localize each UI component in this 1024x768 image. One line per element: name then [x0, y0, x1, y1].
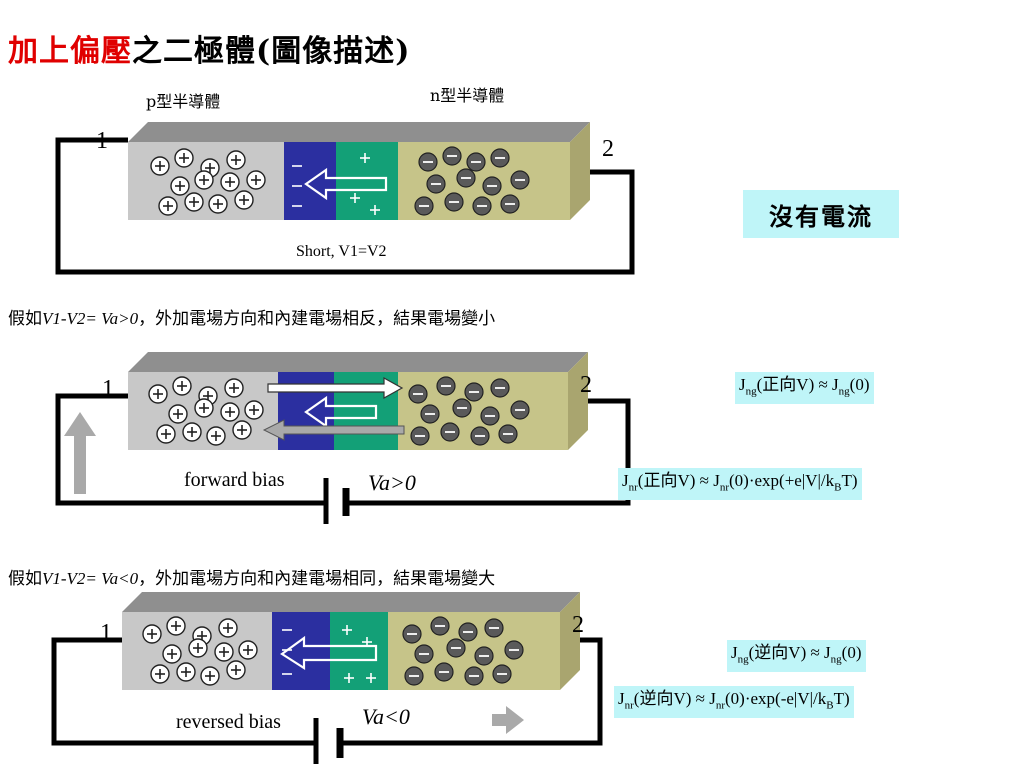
current-arrow-right — [492, 706, 524, 734]
p-type-header: p型半導體 — [146, 92, 221, 111]
circuit-wire — [55, 393, 631, 506]
depletion-p — [272, 612, 330, 690]
eq-j: J — [731, 643, 738, 662]
title-highlight: 加上偏壓 — [8, 34, 132, 69]
box-side — [568, 352, 588, 450]
eq-lhs: (正向V) ≈ J — [637, 471, 720, 490]
eq-sub: ng — [745, 385, 757, 398]
eq-reverse-nr: Jnr(逆向V) ≈ Jnr(0)·exp(-e|V|/kBT) — [614, 686, 854, 719]
terminal-1: 1 — [96, 128, 108, 154]
forward-bias-caption: forward bias — [184, 469, 285, 491]
depletion-charges — [292, 153, 380, 215]
terminal-1: 1 — [102, 376, 114, 402]
reverse-voltage-label: Va<0 — [362, 704, 410, 729]
eq-lhs: (逆向V) ≈ J — [633, 689, 716, 708]
diagram-forward: 1 2 forward bias Va>0 — [55, 352, 631, 524]
page-title: 加上偏壓之二極體(圖像描述) — [8, 26, 410, 70]
forward-note-equation: V1-V2= Va>0 — [42, 309, 139, 328]
no-current-label: 沒有電流 — [743, 190, 899, 238]
eq-rhs: (0)·exp(+e|V|/k — [729, 471, 835, 490]
current-arrow-up — [64, 412, 96, 494]
eq-rhs: (0)·exp(-e|V|/k — [725, 689, 827, 708]
box-side — [560, 592, 580, 690]
terminal-2: 2 — [572, 612, 584, 638]
forward-voltage-label: Va>0 — [368, 470, 416, 495]
forward-note-prefix: 假如 — [8, 309, 42, 329]
diagram-short: 1 2 Short, V1=V2 — [55, 122, 635, 275]
n-type-header: n型半導體 — [430, 86, 505, 105]
eq-forward-nr: Jnr(正向V) ≈ Jnr(0)·exp(+e|V|/kBT) — [618, 468, 862, 501]
box-side — [570, 122, 590, 220]
eq-j: J — [618, 689, 625, 708]
box-top — [128, 122, 590, 142]
reverse-note-equation: V1-V2= Va<0 — [42, 569, 139, 588]
eq-forward-ng: Jng(正向V) ≈ Jng(0) — [735, 372, 874, 405]
diagram-reverse: 1 2 reversed bias Va<0 — [51, 592, 603, 764]
terminal-2: 2 — [602, 136, 614, 162]
builtin-field-arrow — [304, 395, 378, 429]
eq-j: J — [739, 375, 746, 394]
eq-sub: ng — [737, 653, 749, 666]
eq-lhs: (逆向V) ≈ J — [748, 643, 831, 662]
box-top — [128, 352, 588, 372]
terminal-1: 1 — [100, 620, 112, 646]
terminal-2: 2 — [580, 372, 592, 398]
depletion-n — [336, 142, 398, 220]
short-caption: Short, V1=V2 — [296, 243, 387, 260]
eq-end: T) — [841, 471, 858, 490]
forward-note: 假如V1-V2= Va>0，外加電場方向和內建電場相反，結果電場變小 — [8, 304, 495, 329]
title-rest: 之二極體(圖像描述) — [132, 34, 411, 69]
reverse-note-prefix: 假如 — [8, 569, 42, 589]
reverse-note-text: ，外加電場方向和內建電場相同，結果電場變大 — [138, 569, 496, 589]
box-top — [122, 592, 580, 612]
builtin-field-arrow — [280, 635, 378, 671]
eq-rhs: (0) — [841, 643, 862, 662]
eq-sub: B — [834, 481, 842, 494]
applied-field-arrow-right — [267, 376, 404, 400]
eq-sub: B — [826, 699, 834, 712]
reversed-bias-caption: reversed bias — [176, 711, 281, 733]
eq-sub: ng — [830, 653, 842, 666]
eq-lhs: (正向V) ≈ J — [756, 375, 839, 394]
forward-note-text: ，外加電場方向和內建電場相反，結果電場變小 — [138, 309, 496, 329]
eq-sub: ng — [838, 385, 850, 398]
builtin-field-arrow — [304, 167, 388, 201]
circuit-wire — [55, 137, 635, 275]
eq-rhs: (0) — [849, 375, 870, 394]
reverse-note: 假如V1-V2= Va<0，外加電場方向和內建電場相同，結果電場變大 — [8, 564, 495, 589]
eq-sub: nr — [624, 699, 634, 712]
depletion-charges — [282, 625, 376, 683]
eq-reverse-ng: Jng(逆向V) ≈ Jng(0) — [727, 640, 866, 673]
eq-sub: nr — [715, 699, 726, 712]
eq-sub: nr — [628, 481, 638, 494]
eq-end: T) — [833, 689, 850, 708]
applied-field-arrow-left — [262, 419, 405, 441]
eq-sub: nr — [719, 481, 730, 494]
eq-j: J — [622, 471, 629, 490]
depletion-n — [330, 612, 388, 690]
